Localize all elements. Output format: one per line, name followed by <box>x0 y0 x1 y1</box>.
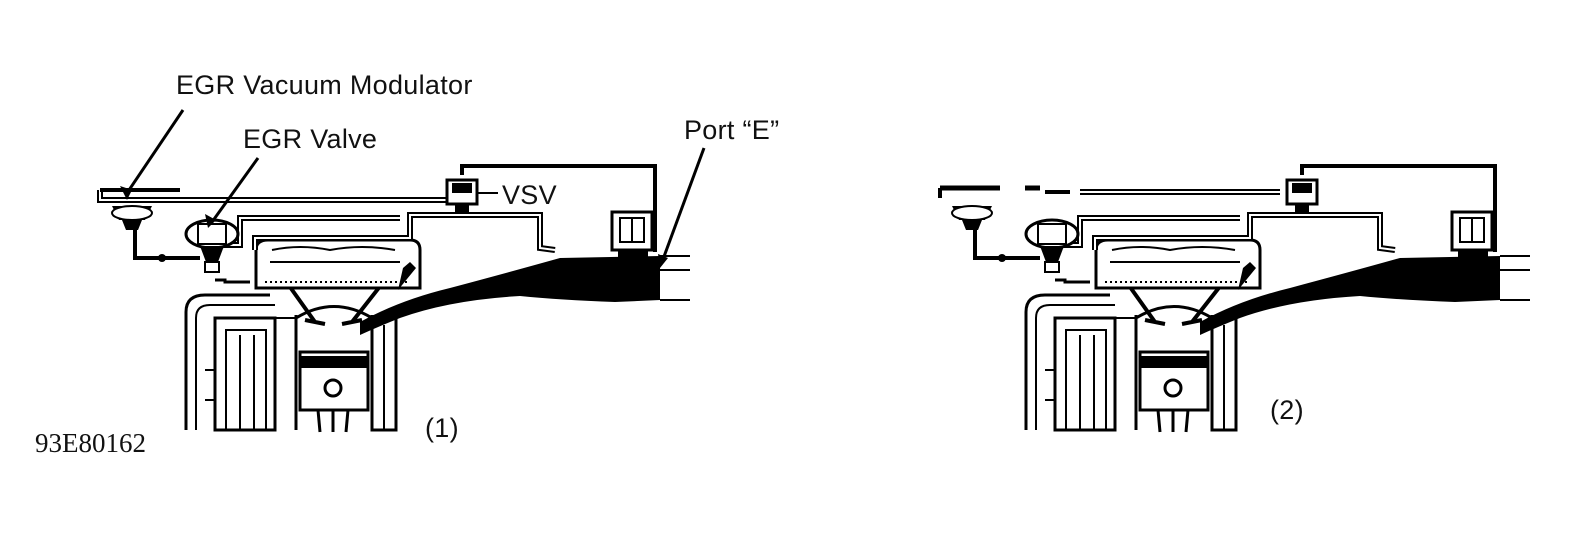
vsv-label: VSV <box>502 180 557 210</box>
egr-vacuum-modulator-label: EGR Vacuum Modulator <box>176 70 473 100</box>
panel-2-engine <box>938 164 1530 432</box>
figure-code: 93E80162 <box>35 428 146 458</box>
panel-1-engine <box>97 109 706 432</box>
panel-2-caption: (2) <box>1270 395 1304 425</box>
port-e-label: Port “E” <box>684 115 780 145</box>
egr-valve-label: EGR Valve <box>243 124 378 154</box>
panel-1-caption: (1) <box>425 413 459 443</box>
